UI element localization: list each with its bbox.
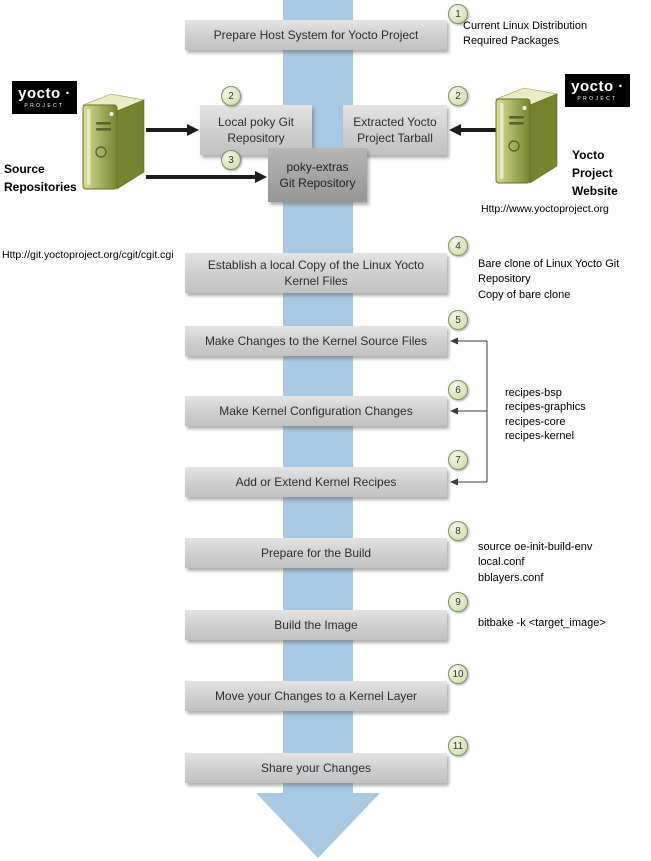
step-box-add-kernel-recipes: Add or Extend Kernel Recipes [185, 467, 447, 497]
yocto-logo-text: yocto · [571, 78, 624, 95]
step-number-11: 11 [448, 736, 468, 756]
source-repositories-server-icon [73, 90, 153, 200]
step-box-prepare-build: Prepare for the Build [185, 538, 447, 568]
annotation-recipes-list: recipes-bsp recipes-graphics recipes-cor… [505, 387, 586, 442]
yocto-logo-subtext: PROJECT [24, 103, 65, 109]
step-box-move-changes-kernel-layer: Move your Changes to a Kernel Layer [185, 681, 447, 711]
step-box-build-image: Build the Image [185, 610, 447, 640]
step-number-10: 10 [448, 664, 468, 684]
step-number-2-left: 2 [221, 86, 241, 106]
step-box-extracted-tarball: Extracted Yocto Project Tarball [343, 105, 447, 155]
yocto-logo-text: yocto · [18, 85, 71, 102]
yocto-logo-subtext: PROJECT [577, 96, 618, 102]
annotation-step4-bare-clone: Bare clone of Linux Yocto Git Repository… [478, 258, 620, 301]
yocto-logo-left: yocto · PROJECT [12, 81, 77, 114]
recipes-bracket [450, 337, 488, 486]
annotation-git-url: Http://git.yoctoproject.org/cgit/cgit.cg… [2, 249, 174, 261]
step-box-poky-extras-repo: poky-extras Git Repository [268, 148, 367, 202]
step-box-local-poky-repo: Local poky Git Repository [200, 105, 312, 155]
step-number-4: 4 [448, 236, 468, 256]
label-source-repositories: Source Repositories [4, 162, 77, 194]
annotation-step8-build-setup: source oe-init-build-env local.conf bbla… [478, 541, 593, 584]
step-box-establish-kernel-copy: Establish a local Copy of the Linux Yoct… [185, 253, 447, 293]
annotation-step1-requirements: Current Linux Distribution Required Pack… [463, 20, 588, 48]
step-number-3: 3 [221, 150, 241, 170]
step-box-prepare-host: Prepare Host System for Yocto Project [185, 20, 447, 50]
yocto-website-server-icon [486, 84, 566, 194]
arrow-source-to-pokyextras [146, 171, 267, 183]
step-box-make-source-changes: Make Changes to the Kernel Source Files [185, 326, 447, 356]
step-number-5: 5 [448, 310, 468, 330]
label-yocto-project-website: Yocto Project Website [572, 148, 618, 198]
step-number-2-right: 2 [448, 86, 468, 106]
step-number-8: 8 [448, 521, 468, 541]
step-box-share-changes: Share your Changes [185, 753, 447, 783]
flow-arrow-head [256, 793, 380, 858]
arrow-source-to-poky [146, 124, 199, 136]
step-box-kernel-config-changes: Make Kernel Configuration Changes [185, 396, 447, 426]
annotation-website-url: Http://www.yoctoproject.org [481, 203, 609, 215]
annotation-step9-bitbake: bitbake -k <target_image> [478, 617, 606, 629]
step-number-1: 1 [448, 4, 468, 24]
step-number-7: 7 [448, 450, 468, 470]
step-number-9: 9 [448, 592, 468, 612]
arrow-website-to-tarball [449, 124, 496, 136]
yocto-logo-right: yocto · PROJECT [565, 74, 630, 107]
step-number-6: 6 [448, 380, 468, 400]
